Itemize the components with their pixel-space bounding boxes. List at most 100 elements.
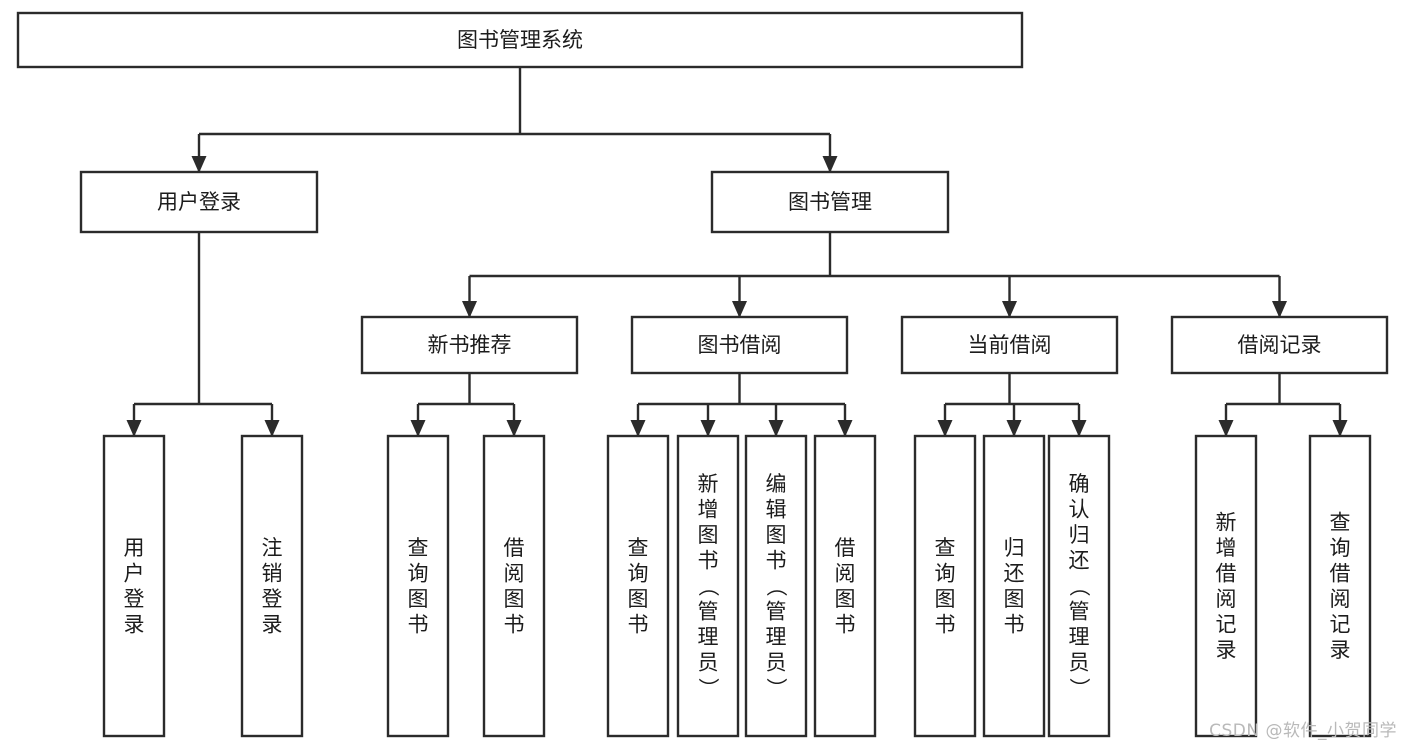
node-label-char: 增 <box>1216 536 1237 560</box>
node-box[interactable] <box>102 434 166 738</box>
node-label-char: 录 <box>124 612 145 636</box>
edge-group-root <box>191 67 838 173</box>
node-layer: 图书管理系统用户登录图书管理新书推荐图书借阅当前借阅借阅记录用户登录注销登录查询… <box>16 11 1389 738</box>
node-box[interactable] <box>360 315 579 375</box>
node-label: 图书管理 <box>788 190 872 214</box>
arrow-head-icon <box>630 420 646 437</box>
node-label-char: 录 <box>1216 638 1237 662</box>
node-label-char: 书 <box>698 549 719 573</box>
node-label-char: 认 <box>1069 498 1090 522</box>
node-label-char: 图 <box>408 587 429 611</box>
node-box[interactable] <box>606 434 670 738</box>
node-box[interactable] <box>710 170 950 234</box>
node-label-char: 管 <box>698 600 719 624</box>
node-label-char: 查 <box>935 536 956 560</box>
arrow-head-icon <box>410 420 426 437</box>
node-box[interactable] <box>813 434 877 738</box>
node-label-char: 查 <box>628 536 649 560</box>
node-box[interactable] <box>1308 434 1372 738</box>
node-label-char: 图 <box>835 587 856 611</box>
node-login[interactable]: 用户登录 <box>79 170 319 234</box>
node-box[interactable] <box>913 434 977 738</box>
edge-group-record <box>1218 373 1348 437</box>
node-newbook[interactable]: 新书推荐 <box>360 315 579 375</box>
node-box[interactable] <box>744 434 808 738</box>
node-label-char: 销 <box>262 561 283 585</box>
node-label-char: 辑 <box>766 498 787 522</box>
node-label-char: 记 <box>1330 612 1351 636</box>
node-box[interactable] <box>482 434 546 738</box>
node-label-char: 理 <box>766 625 787 649</box>
arrow-head-icon <box>264 420 280 437</box>
node-box[interactable] <box>900 315 1119 375</box>
node-label-char: 编 <box>766 472 787 496</box>
node-label-char: ） <box>696 678 720 699</box>
node-box[interactable] <box>630 315 849 375</box>
node-label-char: 书 <box>408 612 429 636</box>
node-label-char: 录 <box>1330 638 1351 662</box>
node-label-char: 归 <box>1069 523 1090 547</box>
node-label-char: 员 <box>1069 651 1090 675</box>
node-record[interactable]: 借阅记录 <box>1170 315 1389 375</box>
node-root[interactable]: 图书管理系统 <box>16 11 1024 69</box>
node-box[interactable] <box>1047 434 1111 738</box>
node-label: 图书管理系统 <box>457 28 583 52</box>
node-borrow[interactable]: 图书借阅 <box>630 315 849 375</box>
node-label-char: 录 <box>262 612 283 636</box>
node-leaf-user-login[interactable]: 用户登录 <box>102 434 166 738</box>
arrow-head-icon <box>1332 420 1348 437</box>
node-box[interactable] <box>1194 434 1258 738</box>
arrow-head-icon <box>1006 420 1022 437</box>
node-label-char: 书 <box>835 612 856 636</box>
node-box[interactable] <box>16 11 1024 69</box>
node-box[interactable] <box>1170 315 1389 375</box>
node-label-char: 询 <box>1330 536 1351 560</box>
arrow-head-icon <box>732 301 747 318</box>
edge-group-current <box>937 373 1087 437</box>
node-label-char: 阅 <box>1330 587 1351 611</box>
node-label-char: 询 <box>628 561 649 585</box>
node-label-char: 增 <box>698 498 719 522</box>
connector-layer <box>126 67 1348 437</box>
node-label-char: 图 <box>628 587 649 611</box>
node-label: 借阅记录 <box>1238 333 1322 357</box>
arrow-head-icon <box>126 420 142 437</box>
arrow-head-icon <box>462 301 477 318</box>
node-current[interactable]: 当前借阅 <box>900 315 1119 375</box>
node-box[interactable] <box>982 434 1046 738</box>
node-label-char: 记 <box>1216 612 1237 636</box>
node-label-char: 归 <box>1004 536 1025 560</box>
node-label-char: 图 <box>1004 587 1025 611</box>
arrow-head-icon <box>937 420 953 437</box>
node-box[interactable] <box>240 434 304 738</box>
node-label-char: 图 <box>935 587 956 611</box>
node-label-char: 登 <box>124 587 145 611</box>
arrow-head-icon <box>700 420 716 437</box>
node-box[interactable] <box>676 434 740 738</box>
node-label-char: 阅 <box>504 561 525 585</box>
node-label-char: 查 <box>1330 510 1351 534</box>
node-box[interactable] <box>79 170 319 234</box>
node-label-char: 书 <box>935 612 956 636</box>
node-label-char: 员 <box>766 651 787 675</box>
node-label-char: 借 <box>1216 561 1237 585</box>
node-label-char: 借 <box>835 536 856 560</box>
node-label-char: 图 <box>504 587 525 611</box>
node-bookmgmt[interactable]: 图书管理 <box>710 170 950 234</box>
arrow-head-icon <box>1272 301 1287 318</box>
node-label-char: 阅 <box>835 561 856 585</box>
node-box[interactable] <box>386 434 450 738</box>
